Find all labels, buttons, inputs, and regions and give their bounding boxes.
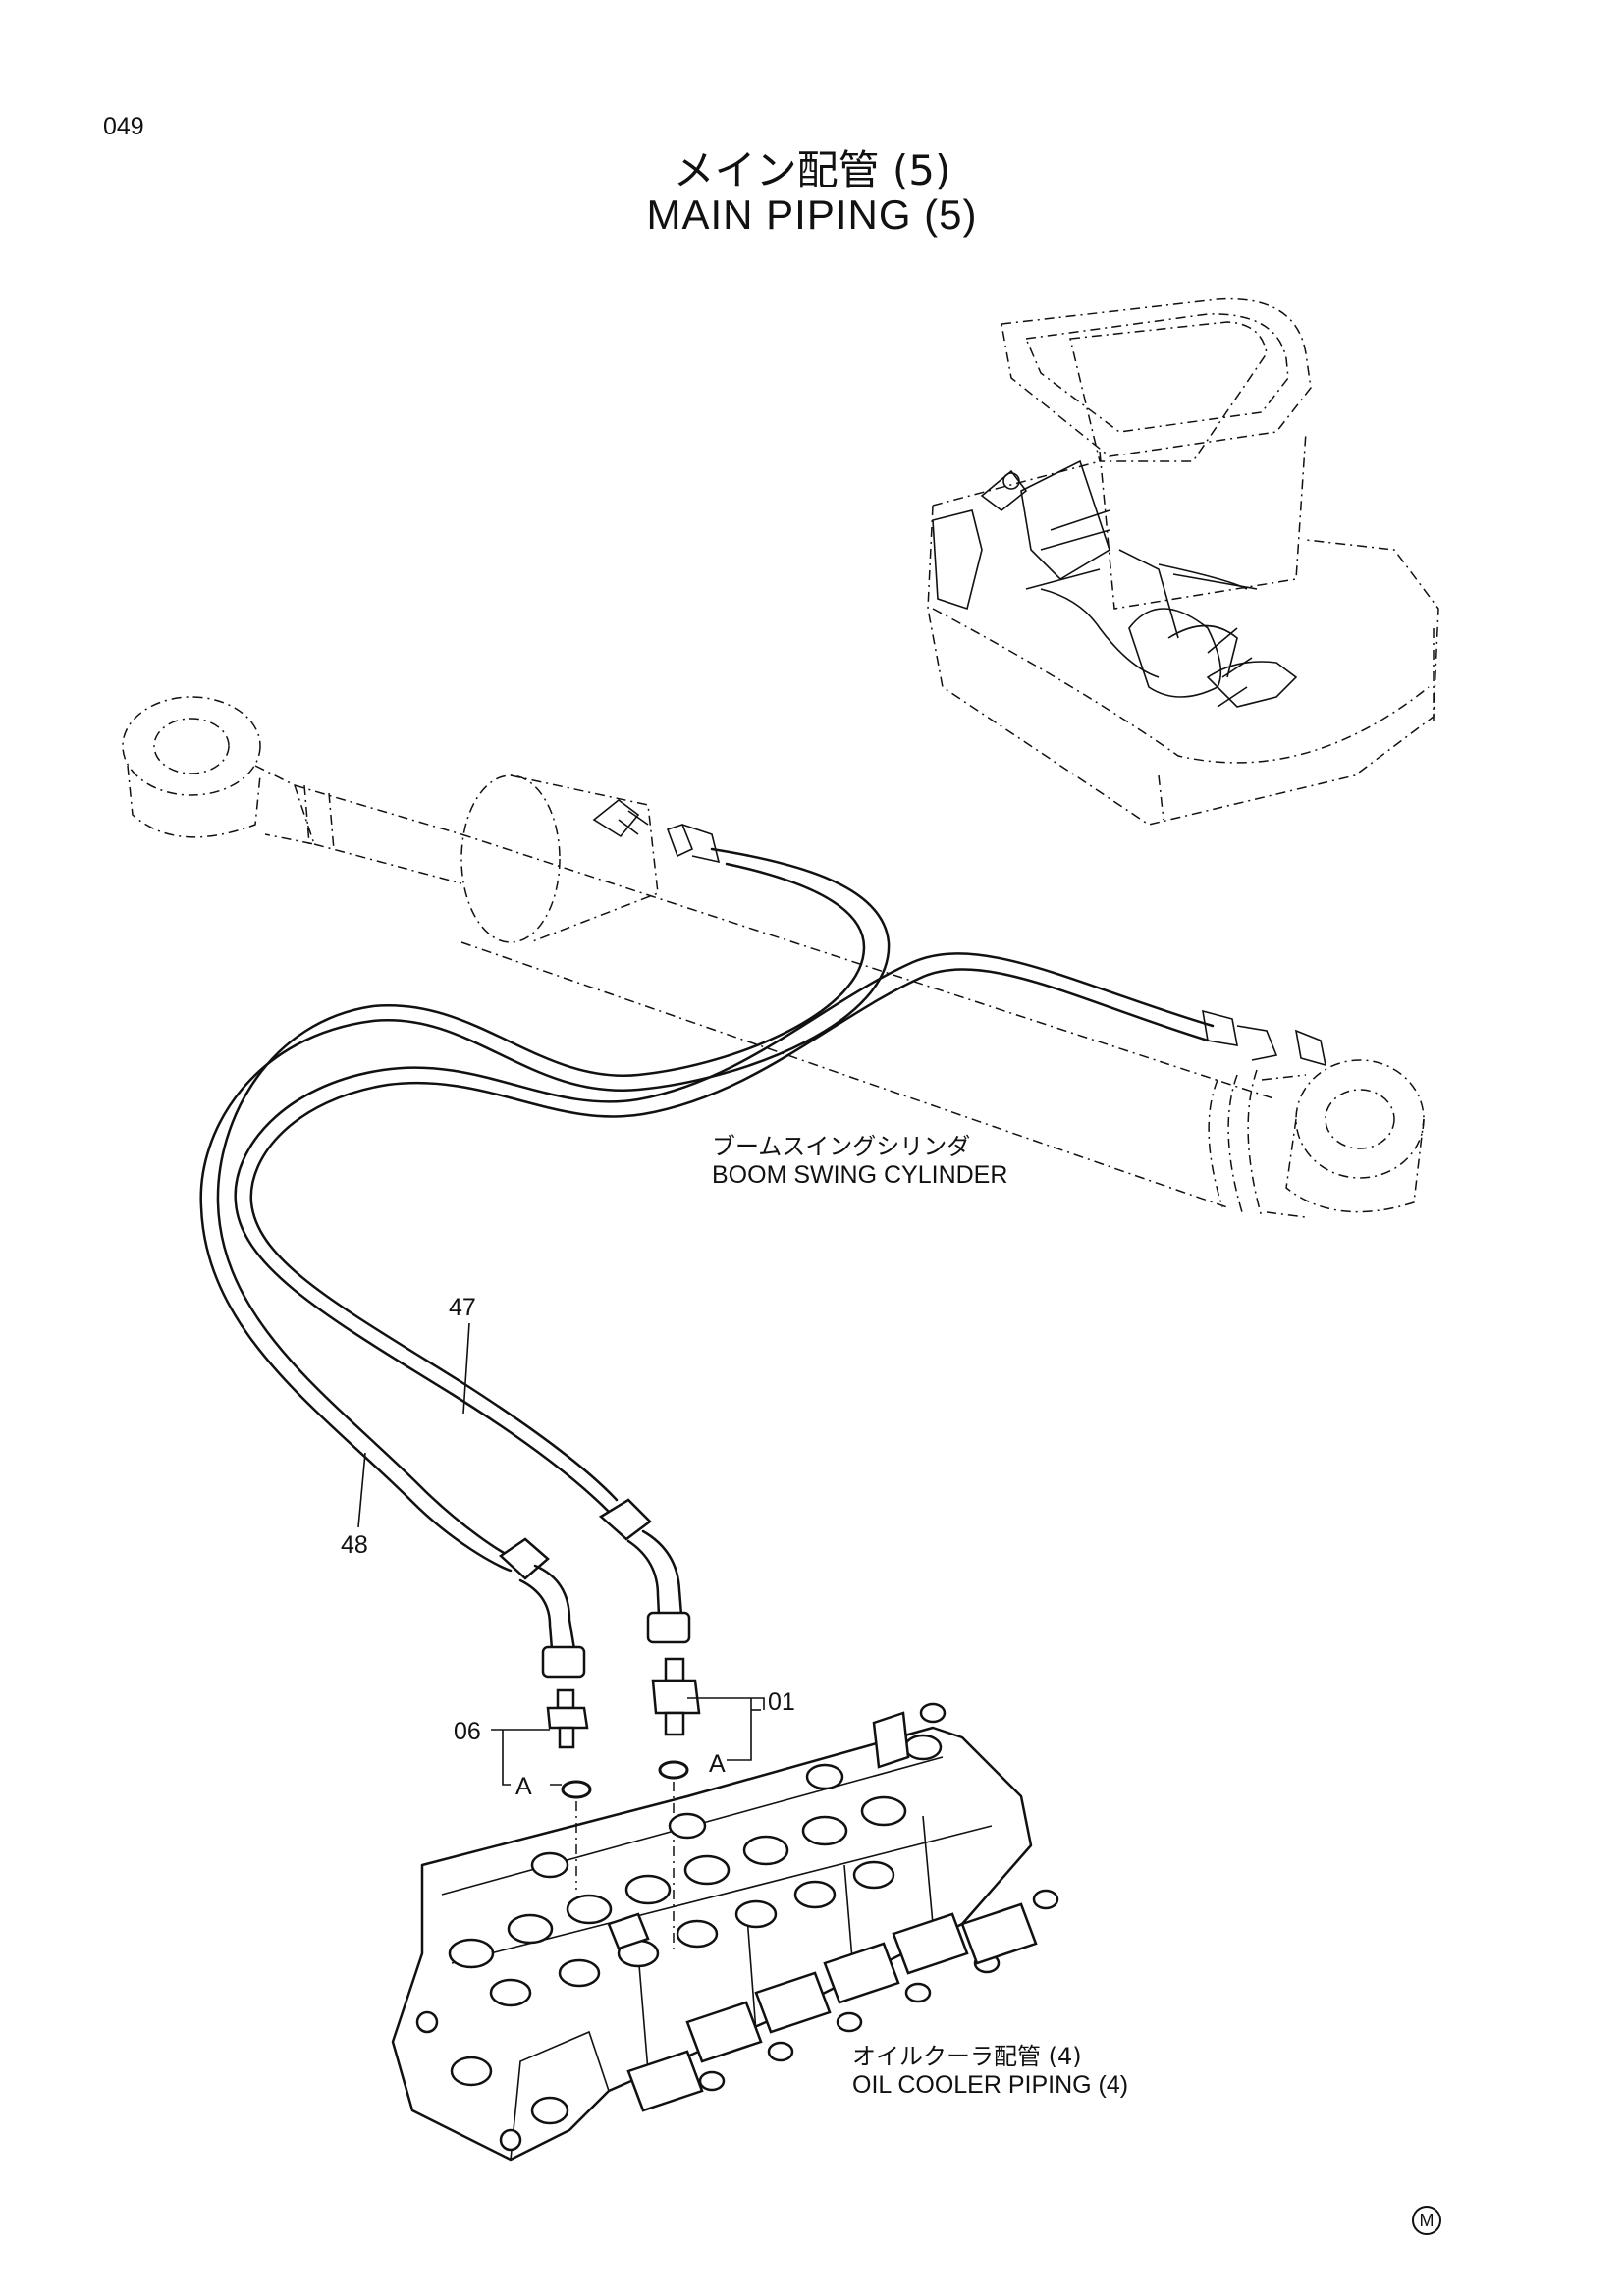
oil-cooler-piping-label: OIL COOLER PIPING (4) bbox=[852, 2071, 1129, 2099]
boom-swing-cylinder-outline bbox=[122, 696, 1425, 1218]
corner-mark: M bbox=[1412, 2206, 1441, 2235]
o-rings bbox=[561, 1760, 689, 1799]
hose-47 bbox=[234, 952, 1215, 1514]
reference-mark-a-left: A bbox=[515, 1773, 532, 1800]
page-number: 049 bbox=[103, 113, 144, 140]
leader-lines bbox=[357, 1322, 765, 1953]
adapter-06 bbox=[546, 1688, 589, 1749]
cab-assembly bbox=[927, 297, 1439, 826]
hose-end-fittings bbox=[498, 1498, 691, 1679]
part-number-06: 06 bbox=[454, 1718, 481, 1745]
boom-swing-cylinder-label: BOOM SWING CYLINDER bbox=[712, 1161, 1008, 1189]
part-number-48: 48 bbox=[341, 1531, 368, 1559]
boom-swing-cylinder-label-ja: ブームスイングシリンダ bbox=[712, 1133, 971, 1160]
adapter-01 bbox=[651, 1657, 701, 1736]
oil-cooler-piping-label-ja: オイルクーラ配管 (4) bbox=[852, 2043, 1082, 2070]
cylinder-port-fittings bbox=[592, 798, 1327, 1067]
page-title: MAIN PIPING (5) bbox=[646, 191, 978, 238]
hose-48 bbox=[199, 847, 891, 1573]
control-valve bbox=[391, 1702, 1059, 2162]
reference-mark-a-right: A bbox=[709, 1750, 726, 1778]
part-number-47: 47 bbox=[449, 1294, 476, 1321]
page-title-japanese: メイン配管 (5) bbox=[673, 146, 951, 194]
part-number-01: 01 bbox=[768, 1688, 795, 1716]
